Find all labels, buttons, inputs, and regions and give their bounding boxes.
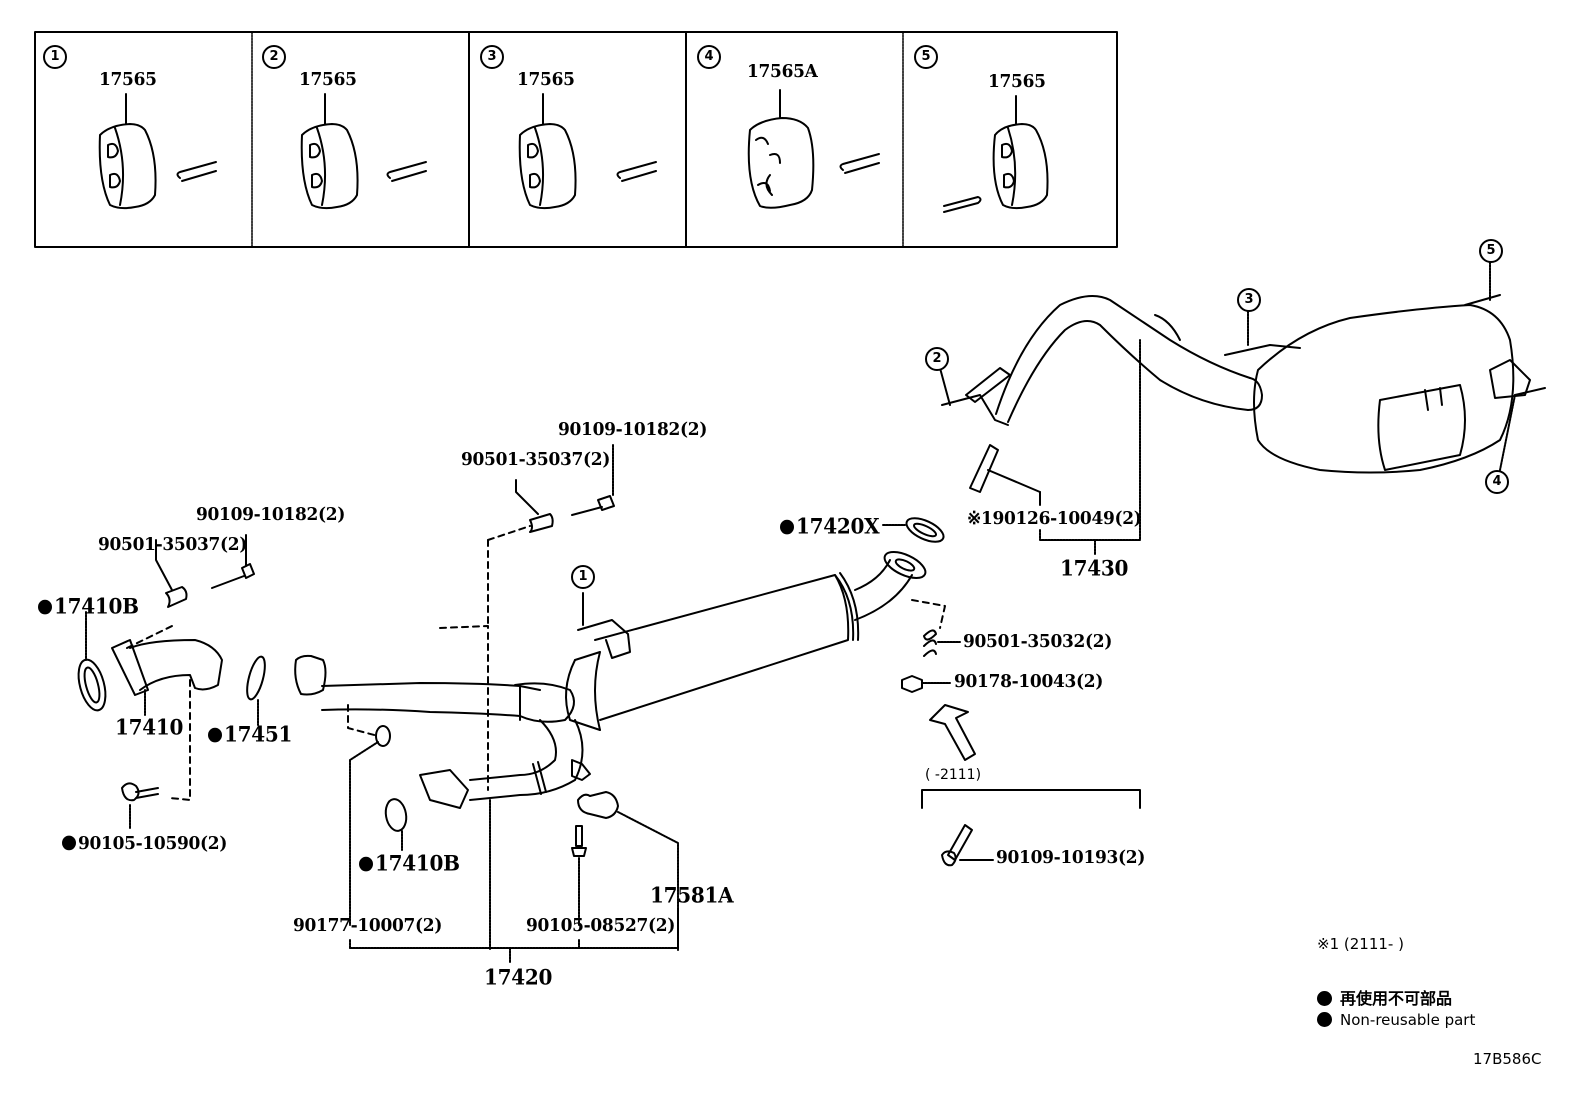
label-stud-90126[interactable]: ※190126-10049(2) bbox=[967, 508, 1142, 530]
inset-2-part-number[interactable]: 17565 bbox=[299, 69, 357, 91]
inset-4-part-number[interactable]: 17565A bbox=[747, 61, 818, 83]
filled-circle-icon bbox=[1317, 1012, 1332, 1027]
legend-text-en: Non-reusable part bbox=[1340, 1011, 1476, 1029]
label-text: 90105-10590(2) bbox=[78, 833, 228, 855]
callout-4: 4 bbox=[1485, 470, 1509, 494]
label-nut-90178[interactable]: 90178-10043(2) bbox=[954, 671, 1104, 693]
inset-2-index: 2 bbox=[262, 45, 286, 69]
leader-lines bbox=[85, 611, 561, 949]
inset-3-index: 3 bbox=[480, 45, 504, 69]
label-pipe-17420[interactable]: 17420 bbox=[484, 964, 553, 990]
label-center-bolt[interactable]: 90109-10182(2) bbox=[558, 419, 708, 441]
label-center-spring[interactable]: 90501-35037(2) bbox=[461, 449, 611, 471]
non-reusable-dot-icon bbox=[62, 835, 76, 851]
inset-5-hanger-icon bbox=[943, 95, 1049, 213]
right-hardware-drawing bbox=[882, 339, 1141, 867]
callout-1: 1 bbox=[571, 565, 595, 589]
center-pipe-17420-drawing bbox=[294, 444, 946, 963]
label-hanger-17581a[interactable]: 17581A bbox=[650, 882, 734, 908]
inset-frame bbox=[34, 31, 1118, 248]
inset-2-hanger-icon bbox=[300, 93, 427, 210]
inset-1-hanger-icon bbox=[98, 93, 217, 210]
label-front-spring[interactable]: 90501-35037(2) bbox=[98, 534, 248, 556]
label-tail-pipe-17430[interactable]: 17430 bbox=[1060, 555, 1129, 581]
label-gasket-17451[interactable]: 17451 bbox=[208, 724, 292, 745]
non-reusable-dot-icon bbox=[208, 727, 222, 743]
label-pipe-17410[interactable]: 17410 bbox=[115, 714, 184, 740]
inset-4-index: 4 bbox=[697, 45, 721, 69]
callout-2: 2 bbox=[925, 347, 949, 371]
label-gasket-17420x[interactable]: 17420X bbox=[780, 513, 880, 539]
inset-1-part-number[interactable]: 17565 bbox=[99, 69, 157, 91]
diagram-code: 17B586C bbox=[1473, 1050, 1542, 1068]
label-text: 17420X bbox=[796, 513, 880, 539]
inset-5-part-number[interactable]: 17565 bbox=[988, 71, 1046, 93]
label-spring-90501-35032[interactable]: 90501-35032(2) bbox=[963, 631, 1113, 653]
label-bolt-90105-10590[interactable]: 90105-10590(2) bbox=[62, 833, 228, 855]
label-nut-90177[interactable]: 90177-10007(2) bbox=[293, 915, 443, 937]
legend-text-jp: 再使用不可部品 bbox=[1340, 989, 1453, 1008]
label-front-bolt[interactable]: 90109-10182(2) bbox=[196, 504, 346, 526]
front-pipe-17410-drawing bbox=[77, 534, 266, 829]
label-range-before-2111: ( -2111) bbox=[925, 767, 982, 783]
label-text: 17410B bbox=[375, 850, 460, 876]
label-bolt-90105-08527[interactable]: 90105-08527(2) bbox=[526, 915, 676, 937]
callout-3: 3 bbox=[1237, 288, 1261, 312]
range-note: ※1 (2111- ) bbox=[1317, 935, 1404, 953]
label-gasket-17410b-left[interactable]: 17410B bbox=[38, 596, 139, 617]
label-gasket-17410b-center[interactable]: 17410B bbox=[359, 853, 460, 874]
inset-3-part-number[interactable]: 17565 bbox=[517, 69, 575, 91]
label-text: 17451 bbox=[224, 721, 293, 747]
inset-5-index: 5 bbox=[914, 45, 938, 69]
non-reusable-dot-icon bbox=[359, 856, 373, 872]
inset-3-hanger-icon bbox=[518, 93, 657, 210]
inset-4-hanger-icon bbox=[747, 89, 880, 209]
non-reusable-dot-icon bbox=[780, 519, 794, 535]
legend-row-jp: 再使用不可部品 bbox=[1317, 985, 1452, 1009]
label-text: 17410B bbox=[54, 593, 139, 619]
label-bolt-90109-10193[interactable]: 90109-10193(2) bbox=[996, 847, 1146, 869]
inset-1-index: 1 bbox=[43, 45, 67, 69]
legend-row-en: Non-reusable part bbox=[1317, 1011, 1475, 1029]
filled-circle-icon bbox=[1317, 991, 1332, 1006]
callout-5: 5 bbox=[1479, 239, 1503, 263]
non-reusable-dot-icon bbox=[38, 599, 52, 615]
